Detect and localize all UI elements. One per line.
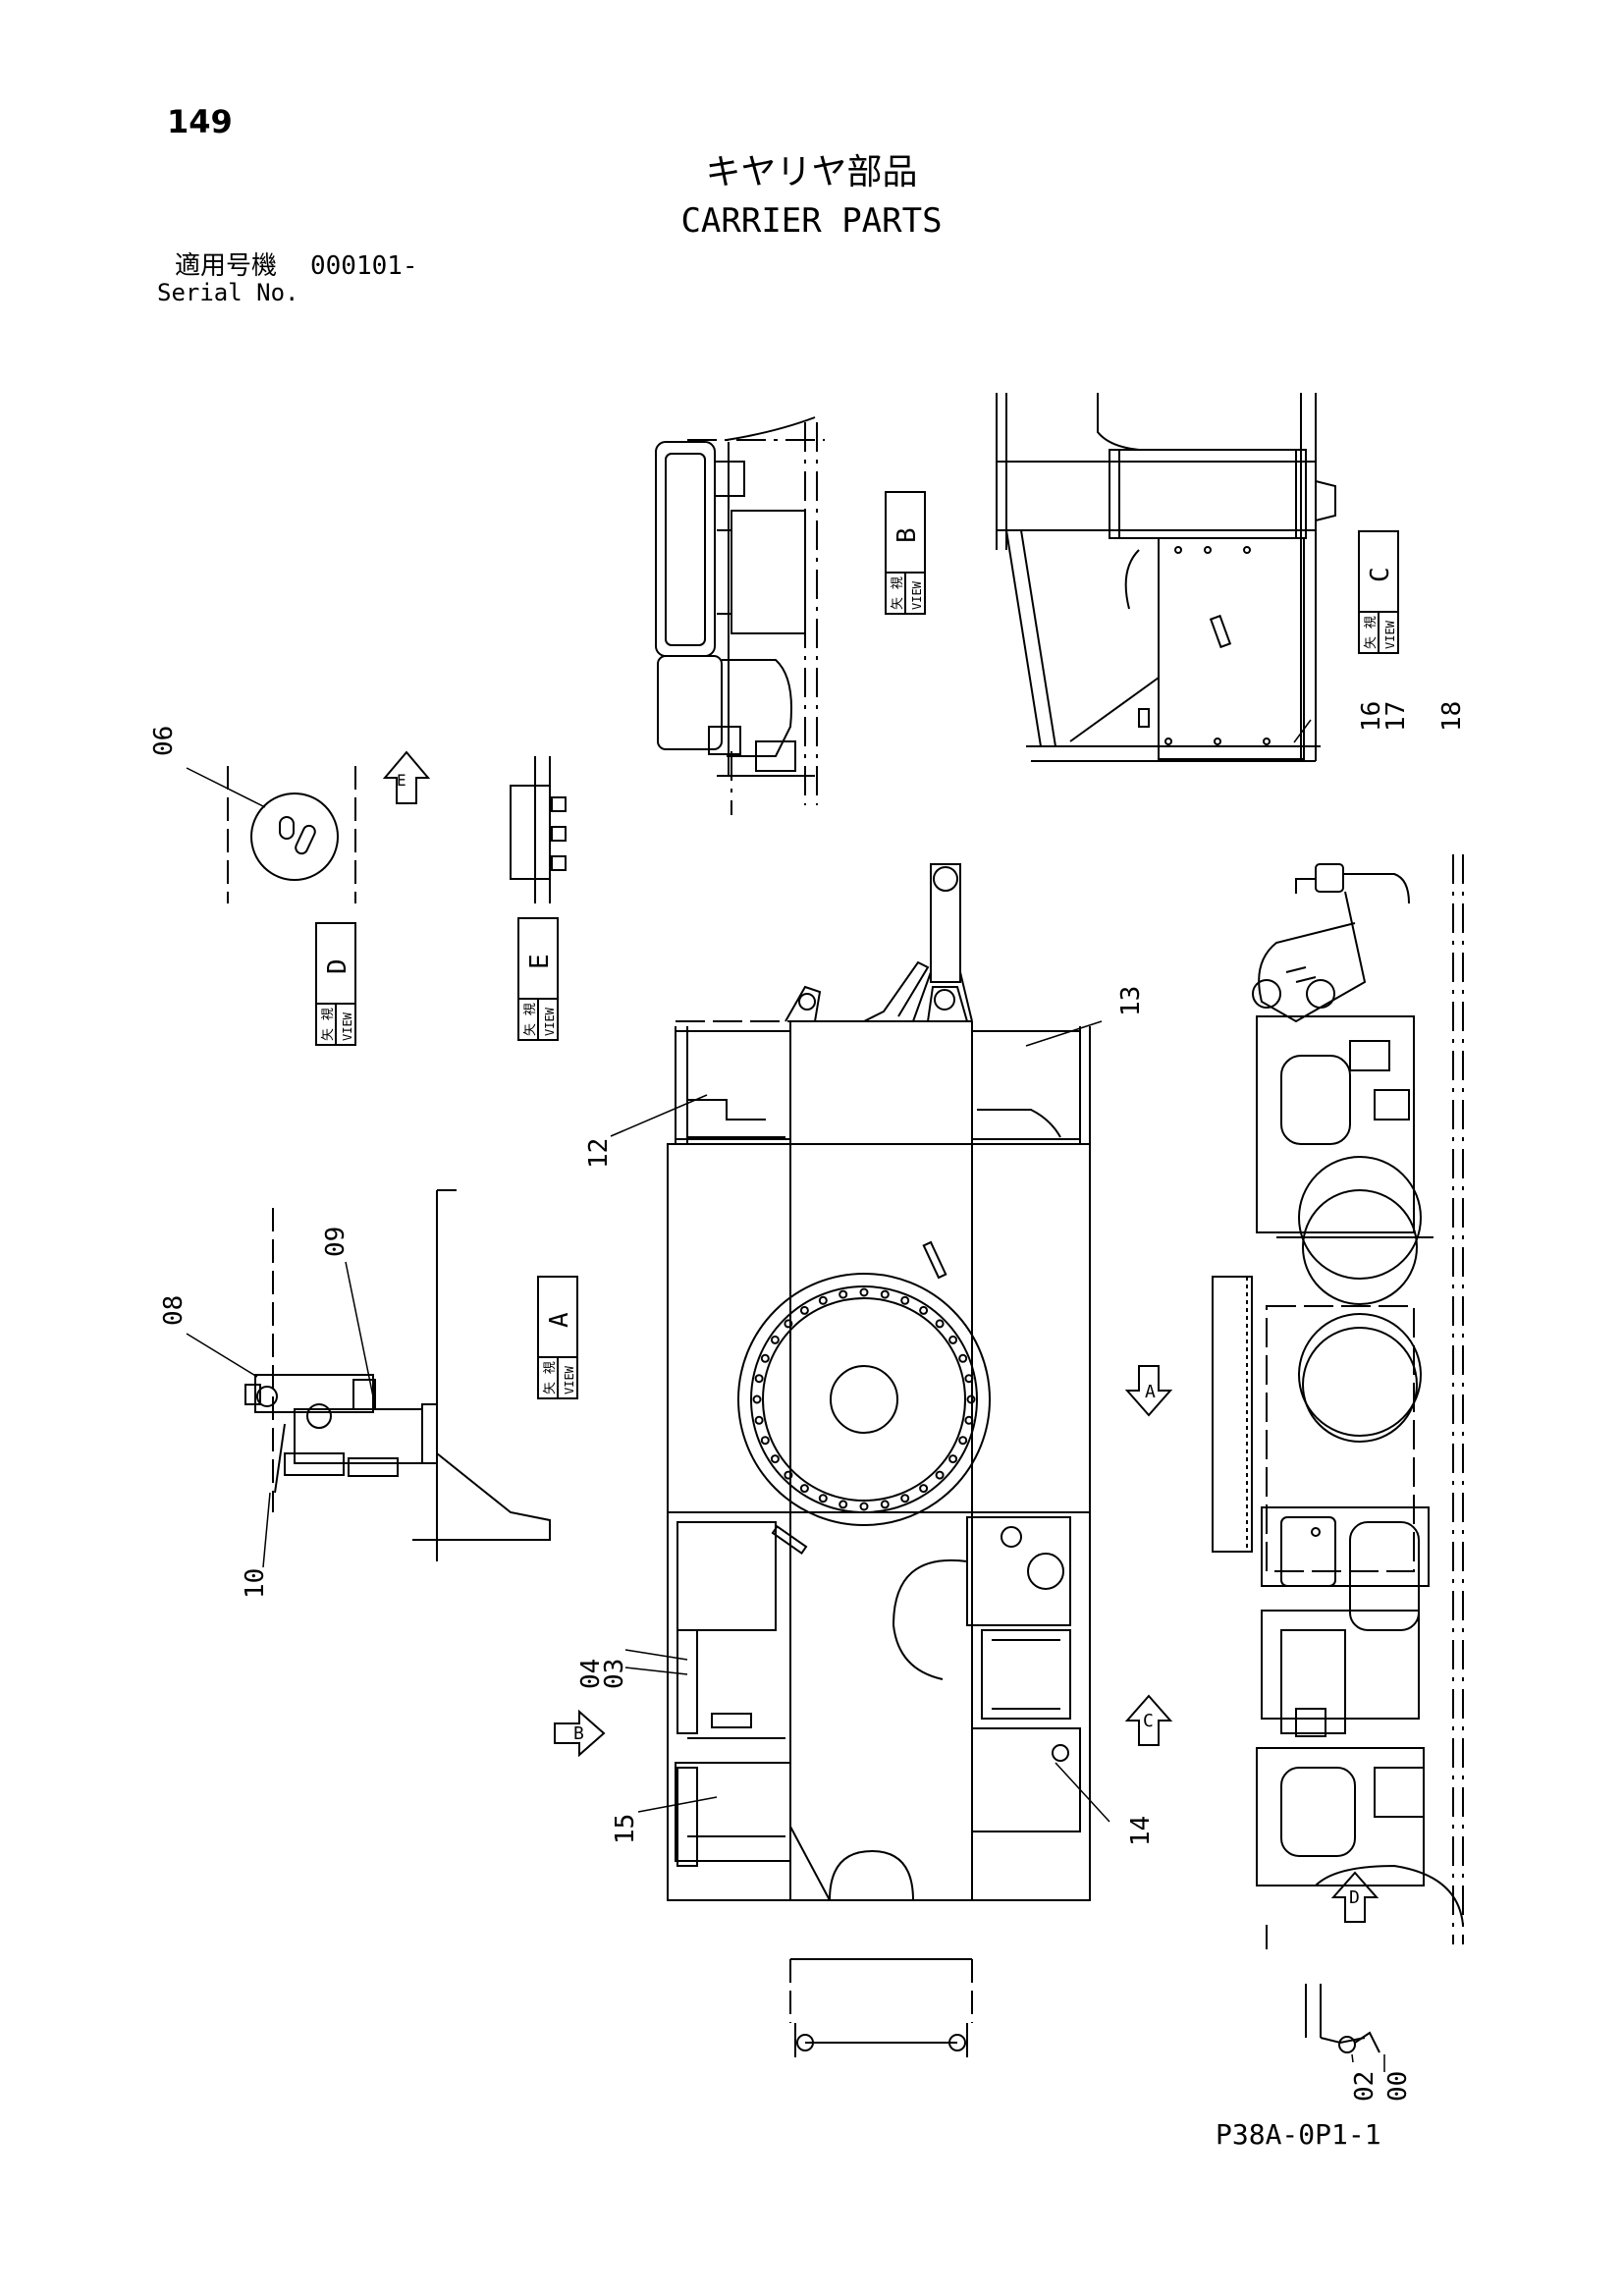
svg-text:A: A — [545, 1312, 574, 1328]
side-elevation — [1212, 854, 1464, 2053]
svg-text:矢 視: 矢 視 — [543, 1361, 558, 1394]
serial-number-value: 000101- — [310, 251, 418, 281]
view-label-e: 矢 視 VIEW E — [517, 917, 559, 1041]
svg-text:E: E — [525, 954, 555, 969]
svg-text:矢 視: 矢 視 — [891, 576, 905, 610]
view-a-arrow: A — [1124, 1365, 1173, 1417]
bolt-hole — [859, 1502, 869, 1511]
callout-17: 17 — [1381, 701, 1411, 732]
bolt-hole — [818, 1295, 828, 1305]
view-label-b: 矢 視 VIEW B — [885, 491, 926, 615]
svg-text:A: A — [1145, 1382, 1156, 1402]
callout-numbers: 06 08 09 10 12 13 04 03 15 14 16 17 18 0… — [149, 701, 1467, 2102]
callout-02: 02 — [1350, 2071, 1380, 2102]
bolt-hole — [964, 1415, 974, 1425]
view-e-arrow — [382, 750, 431, 804]
callout-09: 09 — [321, 1227, 351, 1257]
bolt-hole — [784, 1470, 793, 1480]
callout-06: 06 — [149, 726, 179, 756]
bolt-hole — [948, 1335, 958, 1344]
svg-text:D: D — [323, 958, 352, 974]
callout-15: 15 — [611, 1814, 640, 1844]
svg-text:B: B — [893, 527, 922, 543]
view-b-arrow: B — [554, 1709, 606, 1758]
bolt-hole — [880, 1289, 890, 1299]
svg-text:C: C — [1143, 1711, 1154, 1731]
svg-text:D: D — [1349, 1887, 1360, 1908]
bolt-hole — [839, 1500, 848, 1509]
bolt-hole — [754, 1374, 764, 1384]
view-b-drawing — [655, 416, 825, 815]
callout-10: 10 — [241, 1568, 270, 1599]
svg-text:VIEW: VIEW — [1383, 620, 1397, 649]
serial-label-english: Serial No. — [157, 279, 299, 306]
drawing-code: P38A-0P1-1 — [1216, 2118, 1381, 2151]
bolt-hole — [919, 1305, 929, 1315]
main-carrier-plan — [667, 863, 1091, 2057]
callout-03: 03 — [600, 1659, 629, 1689]
bolt-hole — [935, 1319, 945, 1329]
bolt-hole — [754, 1415, 764, 1425]
serial-label-japanese: 適用号機 — [175, 251, 278, 281]
svg-text:VIEW: VIEW — [910, 580, 924, 610]
callout-00: 00 — [1383, 2071, 1413, 2102]
callout-12: 12 — [584, 1138, 614, 1169]
bolt-hole — [839, 1289, 848, 1299]
svg-text:矢 視: 矢 視 — [1364, 616, 1379, 649]
bolt-hole — [818, 1494, 828, 1503]
bolt-hole — [900, 1295, 910, 1305]
view-c-arrow: C — [1124, 1694, 1173, 1746]
view-label-a: 矢 視 VIEW A — [537, 1276, 578, 1399]
view-c-drawing — [996, 393, 1336, 762]
callout-04: 04 — [576, 1659, 606, 1689]
bolt-hole — [900, 1494, 910, 1503]
view-label-d: 矢 視 VIEW D — [315, 922, 356, 1046]
callout-18: 18 — [1437, 701, 1467, 732]
view-e-arrow-letter: E — [397, 771, 406, 790]
leader-lines — [186, 719, 1385, 2072]
callout-14: 14 — [1126, 1816, 1156, 1846]
svg-text:C: C — [1366, 567, 1395, 582]
bolt-hole — [958, 1436, 968, 1446]
bolt-hole — [760, 1353, 770, 1363]
svg-text:VIEW: VIEW — [543, 1007, 557, 1036]
view-label-c: 矢 視 VIEW C — [1358, 530, 1399, 654]
view-e-detail — [510, 756, 567, 903]
bolt-hole — [958, 1353, 968, 1363]
svg-text:矢 視: 矢 視 — [523, 1003, 538, 1036]
callout-13: 13 — [1116, 986, 1146, 1016]
bolt-hole — [799, 1484, 809, 1494]
svg-text:矢 視: 矢 視 — [321, 1008, 336, 1041]
bolt-hole — [935, 1470, 945, 1480]
callout-08: 08 — [159, 1295, 189, 1326]
bolt-hole — [752, 1394, 762, 1404]
view-d-detail — [186, 766, 356, 903]
view-d-arrow: D — [1330, 1871, 1380, 1923]
turntable-bolt-holes — [752, 1287, 976, 1511]
bolt-hole — [964, 1374, 974, 1384]
bolt-hole — [919, 1484, 929, 1494]
page-number: 149 — [167, 103, 233, 140]
page-title-japanese: キヤリヤ部品 — [705, 152, 918, 192]
bolt-hole — [880, 1500, 890, 1509]
bolt-hole — [948, 1454, 958, 1464]
svg-text:VIEW: VIEW — [563, 1365, 576, 1394]
bracket-detail — [244, 1189, 551, 1561]
bolt-hole — [966, 1394, 976, 1404]
page-title-english: CARRIER PARTS — [680, 201, 943, 241]
bolt-hole — [859, 1287, 869, 1297]
svg-text:B: B — [573, 1723, 584, 1744]
bolt-hole — [784, 1319, 793, 1329]
bolt-hole — [770, 1335, 780, 1344]
svg-text:VIEW: VIEW — [341, 1011, 354, 1041]
bolt-hole — [770, 1454, 780, 1464]
bolt-hole — [760, 1436, 770, 1446]
callout-16: 16 — [1357, 701, 1386, 732]
bolt-hole — [799, 1305, 809, 1315]
